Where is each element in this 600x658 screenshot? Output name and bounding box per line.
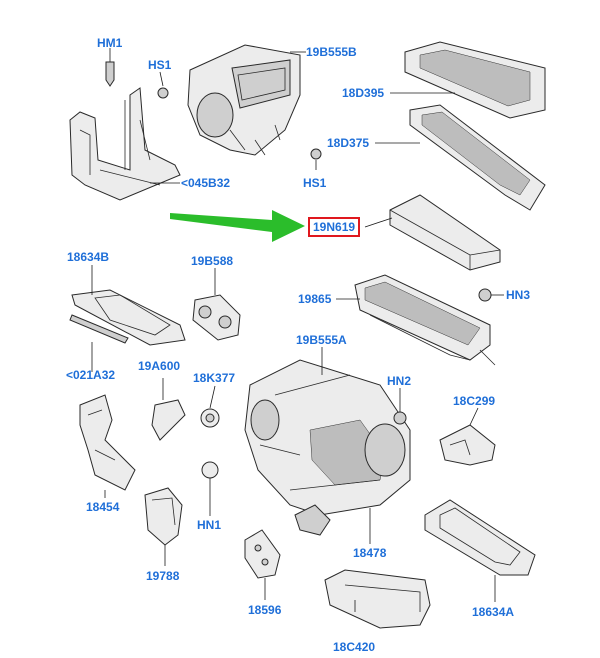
main-housing-19b555a[interactable] (244, 347, 411, 516)
label-hn2[interactable]: HN2 (387, 374, 412, 388)
label-045b32[interactable]: <045B32 (181, 176, 231, 190)
upper-housing-19b555b[interactable] (187, 44, 306, 156)
label-18478[interactable]: 18478 (353, 546, 387, 560)
label-021a32[interactable]: <021A32 (66, 368, 116, 382)
label-19b555b[interactable]: 19B555B (306, 45, 357, 59)
screw-hs1-top[interactable] (157, 71, 169, 99)
filter-frame-18d375[interactable] (375, 104, 546, 211)
filter-19865[interactable] (336, 274, 496, 366)
motor-18k377[interactable] (200, 385, 220, 428)
label-hn3[interactable]: HN3 (506, 288, 531, 302)
label-18d375[interactable]: 18D375 (327, 136, 370, 150)
green-arrow-pointer (170, 210, 305, 242)
label-18634b[interactable]: 18634B (67, 250, 110, 264)
label-19b588[interactable]: 19B588 (191, 254, 234, 268)
label-19865[interactable]: 19865 (298, 292, 332, 306)
housing-19788[interactable] (144, 487, 183, 566)
label-19a600[interactable]: 19A600 (138, 359, 181, 373)
bracket-18596[interactable] (244, 529, 281, 600)
duct-18c299[interactable] (439, 407, 496, 466)
seal-18634b[interactable] (69, 265, 186, 372)
bracket-part-045b32[interactable] (69, 48, 181, 201)
label-hs1-bottom[interactable]: HS1 (303, 176, 327, 190)
nut-hn2[interactable] (393, 388, 407, 425)
label-18454[interactable]: 18454 (86, 500, 120, 514)
cabin-filter-19n619[interactable] (364, 194, 501, 271)
duct-18c420[interactable] (324, 569, 431, 629)
resistor-18454[interactable] (79, 394, 136, 498)
seal-18634a[interactable] (424, 499, 536, 602)
gasket-19b588[interactable] (192, 268, 241, 341)
blower-motor-18478[interactable] (294, 504, 371, 544)
nut-hn3[interactable] (478, 288, 504, 302)
label-hn1[interactable]: HN1 (197, 518, 222, 532)
label-18k377[interactable]: 18K377 (193, 371, 236, 385)
label-hs1-top[interactable]: HS1 (148, 58, 172, 72)
label-18634a[interactable]: 18634A (472, 605, 515, 619)
label-18c420[interactable]: 18C420 (333, 640, 376, 654)
label-19788[interactable]: 19788 (146, 569, 180, 583)
label-hm1[interactable]: HM1 (97, 36, 123, 50)
label-18c299[interactable]: 18C299 (453, 394, 496, 408)
screw-hs1-bottom[interactable] (310, 148, 322, 170)
nut-hn1[interactable] (201, 461, 219, 516)
label-18d395[interactable]: 18D395 (342, 86, 385, 100)
actuator-19a600[interactable] (151, 378, 186, 441)
label-19b555a[interactable]: 19B555A (296, 333, 347, 347)
label-19n619-highlighted[interactable]: 19N619 (308, 217, 361, 237)
label-18596[interactable]: 18596 (248, 603, 282, 617)
filter-cover-18d395[interactable] (390, 41, 546, 119)
